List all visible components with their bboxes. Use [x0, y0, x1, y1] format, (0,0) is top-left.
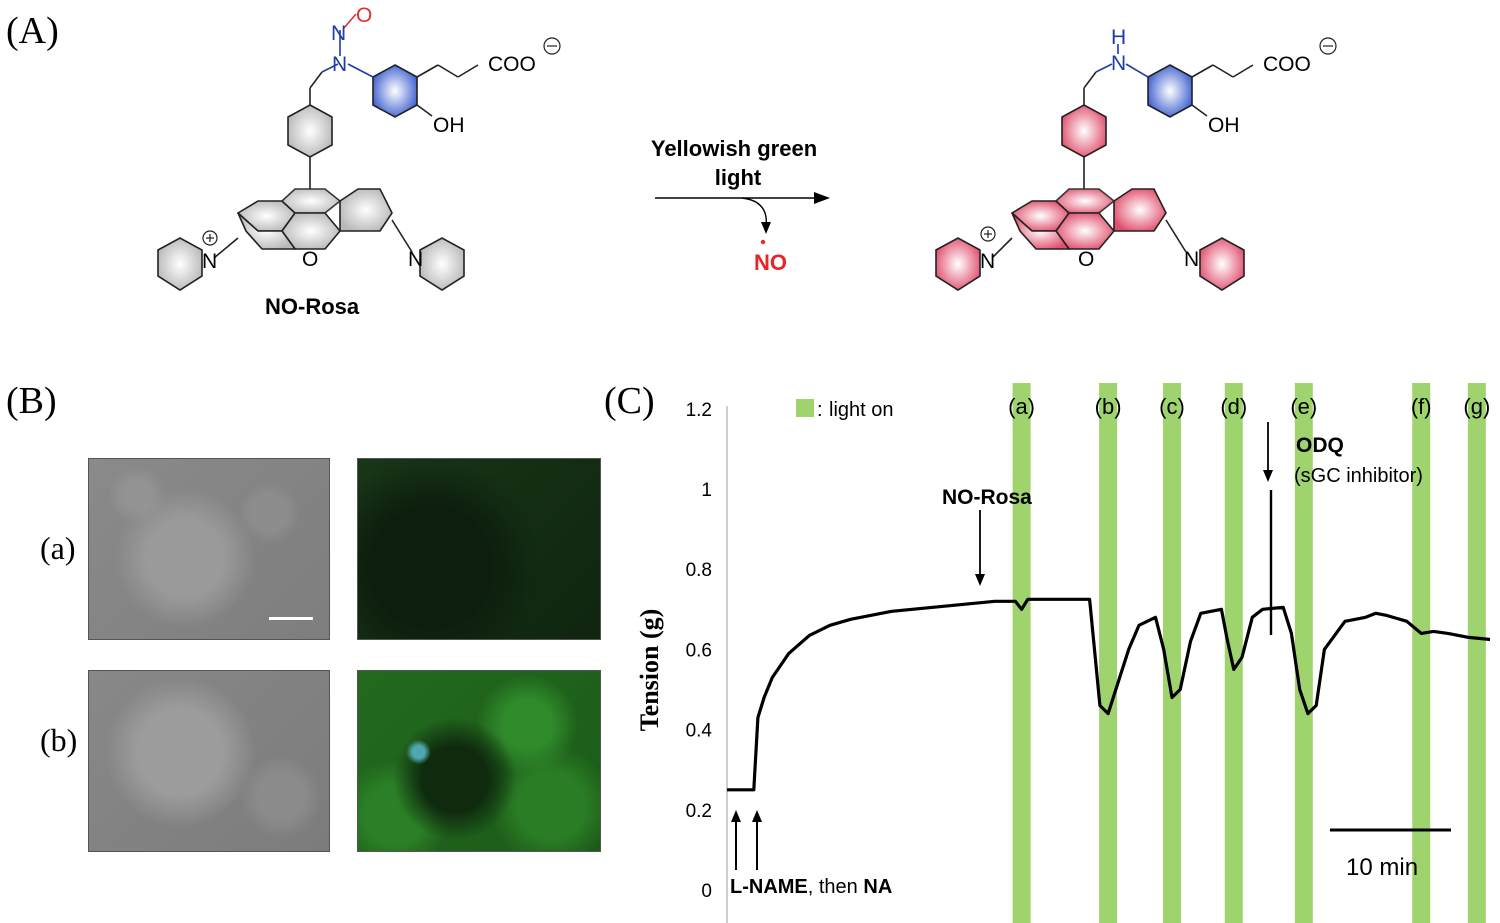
light-period-label: (d) [1220, 394, 1247, 419]
tension-trace [727, 597, 1490, 792]
light-period-label: (c) [1159, 394, 1185, 419]
piperidine-right [419, 237, 465, 291]
light-bar [1294, 383, 1313, 923]
product-piperidine-n-left: N [980, 250, 995, 273]
reactant-carboxylate-charge [543, 37, 561, 55]
lname-annotation: L-NAME, then NA [730, 876, 892, 898]
light-bar [1224, 383, 1243, 923]
conditions-line1: Yellowish green [651, 136, 817, 161]
nitroso-o: O [356, 4, 372, 27]
carboxylate-label: COO [488, 53, 536, 76]
reactant-name: NO-Rosa [265, 294, 360, 319]
norosa-arrow [975, 510, 985, 586]
reactant-molecule [157, 13, 479, 291]
legend-swatch [796, 399, 814, 417]
y-tick-label: 0.6 [686, 640, 712, 661]
product-ring-right [1113, 188, 1167, 232]
brightfield-image-a [88, 458, 330, 640]
brightfield-image-b [88, 670, 330, 852]
lname-na: NA [863, 876, 892, 898]
product-piperidine-n-right: N [1184, 248, 1199, 271]
product-piperidine-right [1199, 237, 1245, 291]
piperidine-left [157, 237, 203, 291]
reaction-arrow [655, 192, 830, 234]
aminophenol-ring [372, 64, 418, 118]
time-scale-label: 10 min [1346, 854, 1418, 881]
nitroso-n: N [331, 22, 346, 45]
product-piperidine-left [935, 237, 981, 291]
odq-arrow [1263, 422, 1273, 482]
conditions-line2: light [715, 165, 762, 190]
light-period-label: (f) [1411, 394, 1432, 419]
light-bar [1467, 383, 1486, 923]
lname-arrows [731, 810, 762, 870]
product-ring-middle [1054, 188, 1116, 214]
light-period-label: (a) [1008, 394, 1035, 419]
light-bars [1012, 383, 1486, 923]
y-tick-label: 0.2 [686, 801, 712, 822]
light-bar [1099, 383, 1118, 923]
y-tick-label: 0.8 [686, 560, 712, 581]
tension-chart: 00.20.40.60.811.2 Tension (g) (a)(b)(c)(… [635, 383, 1490, 923]
odq-subtitle: (sGC inhibitor) [1294, 465, 1423, 487]
product-ring-oxygen: O [1078, 248, 1094, 271]
xanthene-ring-right [339, 188, 393, 232]
amine-n: N [332, 53, 347, 76]
y-tick-labels: 0 0.2 0.4 0.6 0.8 1 1.2 [686, 400, 713, 902]
panel-label-b: (B) [6, 380, 57, 422]
light-period-label: (b) [1095, 394, 1122, 419]
reaction-scheme: N O N COO OH O N N NO-Rosa Yellowish gre… [157, 4, 1337, 319]
y-tick-label: 1 [701, 480, 712, 501]
norosa-annotation: NO-Rosa [942, 486, 1032, 509]
y-tick-label: 0 [701, 881, 712, 902]
y-tick-label: 0.4 [686, 721, 713, 742]
product-carboxylate-charge [1319, 37, 1337, 55]
row-label-a: (a) [40, 530, 76, 566]
product-hydroxyl-label: OH [1208, 114, 1240, 137]
piperidine-n-right: N [408, 248, 423, 271]
product-carboxylate-label: COO [1263, 53, 1311, 76]
no-radical-label: NO [754, 250, 787, 275]
odq-annotation: ODQ [1296, 434, 1344, 457]
product-nh-h: H [1111, 26, 1126, 49]
xanthene-ring-middle [280, 188, 342, 214]
light-period-label: (e) [1290, 394, 1317, 419]
y-tick-label: 1.2 [686, 400, 712, 421]
row-label-b: (b) [40, 722, 78, 758]
hydroxyl-label: OH [433, 114, 465, 137]
ring-oxygen-label: O [302, 248, 318, 271]
product-molecule [935, 44, 1254, 291]
product-atom-labels: H N COO OH O N N [980, 26, 1311, 273]
radical-dot [760, 239, 766, 245]
light-period-label: (g) [1463, 394, 1490, 419]
product-phenyl-ring [1061, 104, 1107, 158]
reactant-atom-labels: N O N COO OH O N N [202, 4, 536, 273]
y-axis-label: Tension (g) [635, 609, 664, 732]
fluorescence-image-a [357, 458, 601, 640]
light-bar [1412, 383, 1431, 923]
light-bar [1162, 383, 1181, 923]
piperidine-n-left: N [202, 250, 217, 273]
product-aminophenol-ring [1147, 64, 1193, 118]
scale-bar [269, 617, 313, 620]
panel-label-c: (C) [604, 380, 655, 422]
legend-prefix: : [817, 399, 823, 421]
lname-name: L-NAME [730, 876, 808, 898]
light-bar [1012, 383, 1031, 923]
legend-label: light on [829, 399, 894, 421]
panel-label-a: (A) [6, 10, 59, 52]
product-nh-n: N [1111, 52, 1126, 75]
fluorescence-image-b [357, 670, 601, 852]
light-period-labels: (a) (b) (c) (d) (e) (f) (g) [1008, 394, 1490, 419]
pendant-phenyl-ring [287, 104, 333, 158]
lname-mid: , then [808, 876, 864, 898]
